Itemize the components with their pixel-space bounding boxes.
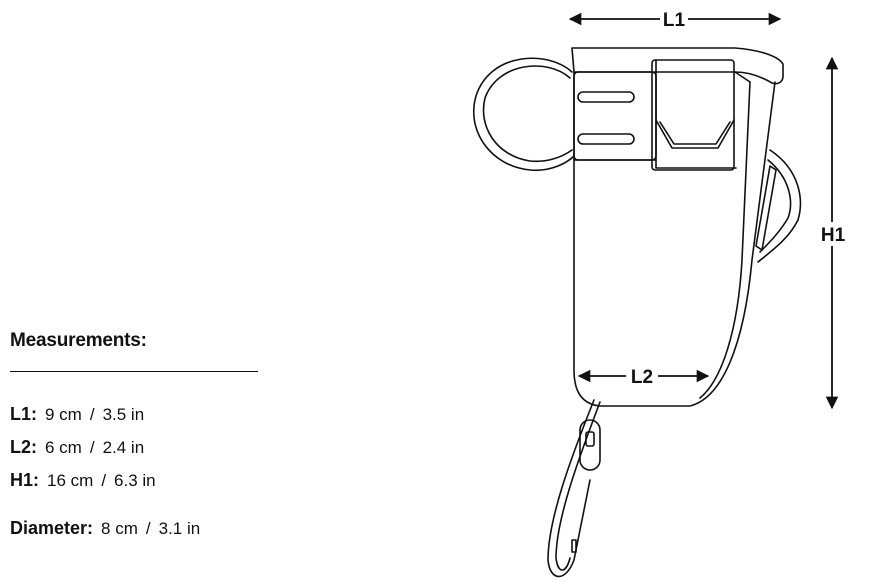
measurements-panel: Measurements: L1: 9 cm / 3.5 in L2: 6 cm / 2.4… bbox=[10, 330, 270, 545]
dim-label-l1: L1 bbox=[663, 10, 686, 31]
measurement-metric: 16 cm bbox=[47, 471, 94, 490]
lanyard-toggle-slot bbox=[585, 431, 595, 447]
measurement-key: Diameter: bbox=[10, 518, 94, 538]
bag-body-back bbox=[699, 71, 751, 399]
buckle bbox=[651, 59, 735, 171]
measurement-imperial: 3.5 in bbox=[102, 405, 145, 424]
side-strap bbox=[757, 149, 802, 263]
mount-slot-upper bbox=[577, 91, 635, 103]
buckle-body bbox=[655, 59, 737, 169]
side-strap-keeper bbox=[755, 165, 777, 251]
measurement-separator: / bbox=[89, 405, 95, 424]
measurement-key: H1: bbox=[10, 470, 40, 490]
measurement-imperial: 3.1 in bbox=[158, 519, 201, 538]
measurement-imperial: 2.4 in bbox=[102, 438, 145, 457]
buckle-tongue bbox=[655, 119, 735, 149]
measurement-imperial: 6.3 in bbox=[114, 471, 156, 490]
measurement-key: L1: bbox=[10, 404, 37, 424]
measurements-title: Measurements: bbox=[10, 330, 147, 351]
measurement-metric: 6 cm bbox=[45, 438, 82, 457]
strap-loop bbox=[473, 57, 575, 172]
measurement-separator: / bbox=[101, 471, 107, 490]
lanyard bbox=[547, 399, 595, 578]
bag-body bbox=[573, 71, 776, 407]
measurement-metric: 8 cm bbox=[101, 519, 138, 538]
bag-outline bbox=[473, 47, 802, 578]
measurement-key: L2: bbox=[10, 437, 37, 457]
mount-plate bbox=[573, 71, 657, 161]
dimension-lines bbox=[568, 12, 839, 410]
lanyard-toggle bbox=[579, 419, 601, 471]
measurement-row-l2: L2: 6 cm / 2.4 in bbox=[10, 431, 270, 464]
strap-loop-inner bbox=[482, 65, 573, 163]
dim-label-h1: H1 bbox=[821, 225, 846, 246]
measurement-separator: / bbox=[89, 438, 95, 457]
measurement-row-l1: L1: 9 cm / 3.5 in bbox=[10, 398, 270, 431]
bag-lid bbox=[571, 47, 784, 85]
measurement-row-h1: H1: 16 cm / 6.3 in bbox=[10, 464, 270, 497]
lanyard-inner bbox=[555, 401, 601, 571]
side-strap-inner bbox=[759, 159, 792, 253]
dim-label-l2: L2 bbox=[631, 367, 653, 388]
lanyard-stopper bbox=[571, 539, 577, 553]
mount-slot-lower bbox=[577, 133, 635, 145]
measurement-metric: 9 cm bbox=[45, 405, 82, 424]
buckle-tongue-inner bbox=[659, 121, 731, 145]
measurement-row-diameter: Diameter: 8 cm / 3.1 in bbox=[10, 512, 270, 545]
measurement-separator: / bbox=[145, 519, 151, 538]
measurements-divider bbox=[10, 371, 258, 372]
